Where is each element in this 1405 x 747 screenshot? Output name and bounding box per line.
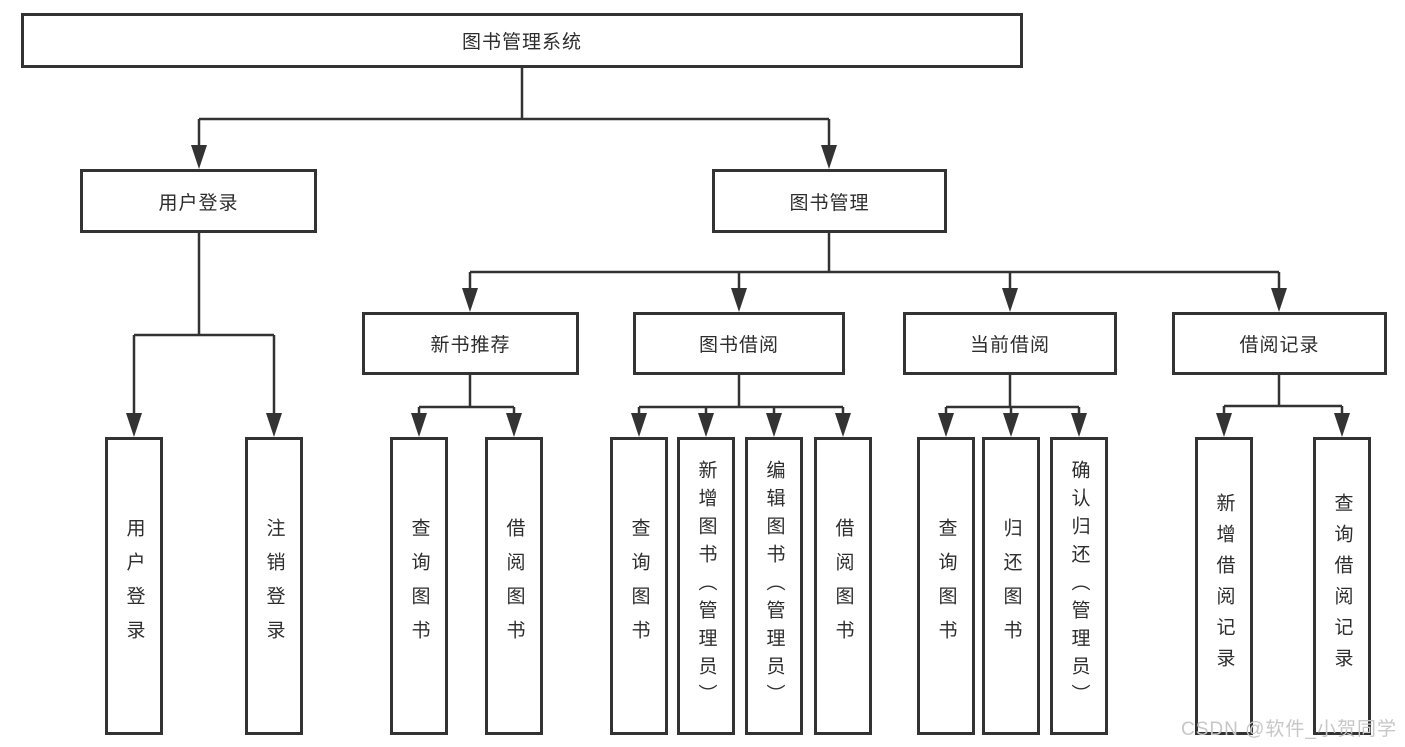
node-current-borrow-label: 当前借阅 — [969, 335, 1050, 356]
connector-shafts — [132, 68, 1344, 416]
leaf-recommend-query-books: 查询图书 — [390, 437, 448, 735]
arrowheads — [126, 145, 1350, 437]
leaf-current-query-books: 查询图书 — [917, 437, 975, 735]
leaf-confirm-return-admin-label: 确认归还（管理员） — [1068, 460, 1090, 712]
leaf-recommend-query-books-label: 查询图书 — [408, 518, 430, 654]
leaf-query-borrow-record-label: 查询借阅记录 — [1331, 493, 1353, 679]
leaf-add-books-admin-label: 新增图书（管理员） — [695, 460, 717, 712]
leaf-logout: 注销登录 — [245, 437, 303, 735]
node-book-borrow: 图书借阅 — [633, 312, 845, 375]
node-book-management-label: 图书管理 — [789, 192, 870, 214]
leaf-query-borrow-record: 查询借阅记录 — [1313, 437, 1371, 735]
node-new-book-recommend: 新书推荐 — [362, 312, 579, 375]
leaf-edit-books-admin-label: 编辑图书（管理员） — [763, 460, 785, 712]
leaf-borrow-query-books-label: 查询图书 — [628, 518, 650, 654]
leaf-recommend-borrow-books-label: 借阅图书 — [503, 518, 525, 654]
leaf-recommend-borrow-books: 借阅图书 — [485, 437, 543, 735]
node-borrow-record: 借阅记录 — [1172, 312, 1387, 375]
leaf-borrow-books-label: 借阅图书 — [832, 518, 854, 654]
leaf-user-login-label: 用户登录 — [123, 518, 145, 654]
leaf-add-books-admin: 新增图书（管理员） — [677, 437, 735, 735]
leaf-confirm-return-admin: 确认归还（管理员） — [1050, 437, 1108, 735]
node-root-system: 图书管理系统 — [21, 13, 1023, 68]
node-user-login: 用户登录 — [80, 169, 317, 233]
leaf-user-login: 用户登录 — [105, 437, 163, 735]
node-current-borrow: 当前借阅 — [903, 312, 1117, 375]
node-new-book-recommend-label: 新书推荐 — [430, 335, 511, 356]
leaf-add-borrow-record-label: 新增借阅记录 — [1213, 493, 1235, 679]
leaf-edit-books-admin: 编辑图书（管理员） — [745, 437, 803, 735]
node-book-management: 图书管理 — [712, 169, 947, 233]
leaf-borrow-books: 借阅图书 — [814, 437, 872, 735]
node-user-login-label: 用户登录 — [158, 192, 239, 214]
leaf-return-books-label: 归还图书 — [1000, 518, 1022, 654]
leaf-current-query-books-label: 查询图书 — [935, 518, 957, 654]
leaf-return-books: 归还图书 — [982, 437, 1040, 735]
leaf-logout-label: 注销登录 — [263, 518, 285, 654]
node-book-borrow-label: 图书借阅 — [698, 335, 779, 356]
node-root-label: 图书管理系统 — [461, 32, 582, 53]
node-borrow-record-label: 借阅记录 — [1239, 335, 1320, 356]
leaf-add-borrow-record: 新增借阅记录 — [1195, 437, 1253, 735]
leaf-borrow-query-books: 查询图书 — [610, 437, 668, 735]
